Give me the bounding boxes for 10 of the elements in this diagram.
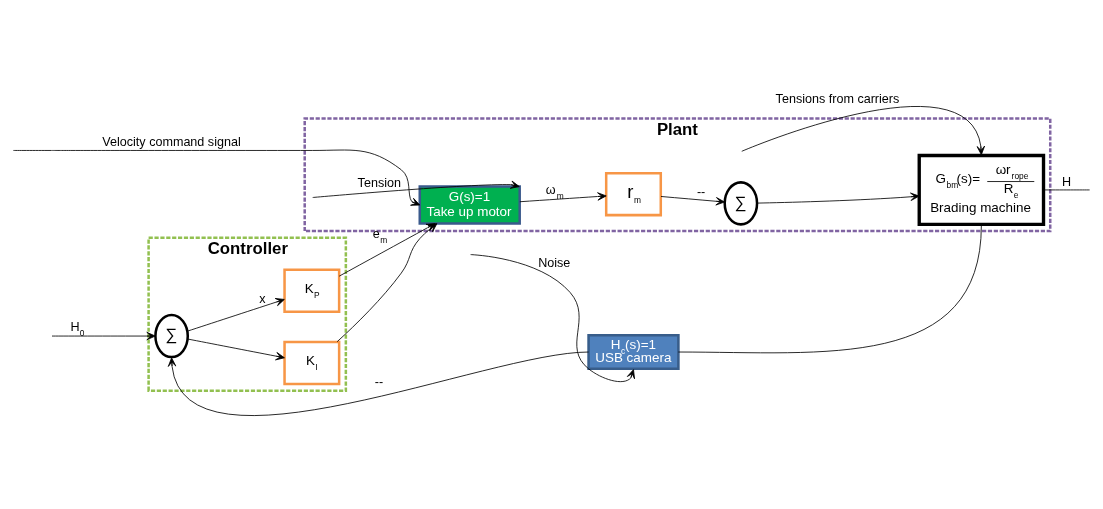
edge-label: ω$_{m}$ xyxy=(545,183,564,202)
edge-label: x xyxy=(259,292,266,307)
edge-label: H xyxy=(1061,174,1072,189)
edge-label: -- xyxy=(696,184,706,199)
edge-label: -- xyxy=(374,375,384,390)
edge-label: Velocity command signal xyxy=(102,135,241,150)
edge-label: H$_{0}$ xyxy=(70,320,85,339)
edge-label: Noise xyxy=(538,256,571,271)
edge-label: Tensions from carriers xyxy=(775,92,900,107)
edge-label: Tension xyxy=(357,175,401,190)
